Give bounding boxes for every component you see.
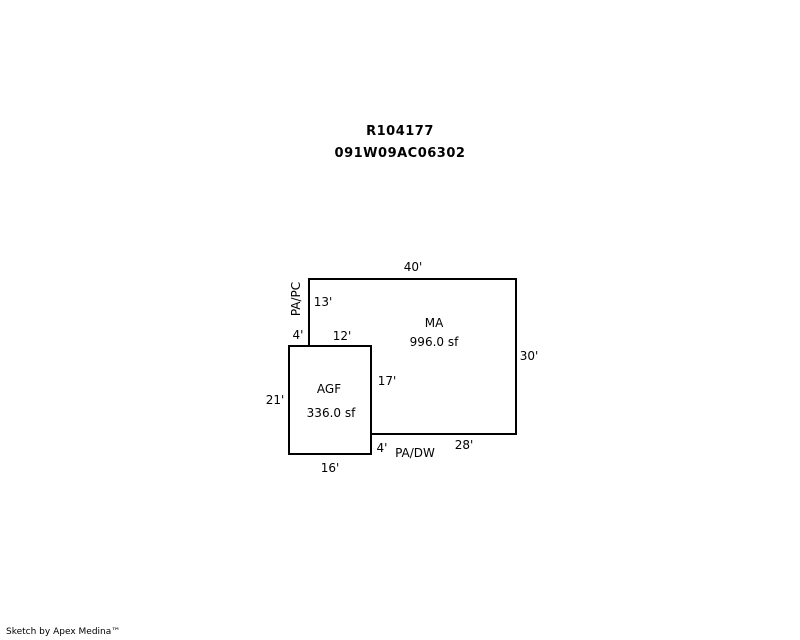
dim-main-inner-vertical: 17' xyxy=(378,374,397,388)
dim-porch-lower-offset: 4' xyxy=(377,441,388,455)
dim-main-top: 40' xyxy=(404,260,423,274)
dim-main-inner-top: 12' xyxy=(333,329,352,343)
sketch-credit: Sketch by Apex Medina™ xyxy=(6,627,121,637)
garage-size: 336.0 sf xyxy=(307,406,356,420)
dim-main-left-upper: 13' xyxy=(314,295,333,309)
account-number: R104177 xyxy=(366,124,434,139)
map-number: 091W09AC06302 xyxy=(334,146,466,161)
dim-garage-left: 21' xyxy=(266,393,285,407)
main-area-size: 996.0 sf xyxy=(410,335,459,349)
garage-outline xyxy=(288,345,372,455)
dim-garage-bottom: 16' xyxy=(321,461,340,475)
dim-main-bottom: 28' xyxy=(455,438,474,452)
garage-code: AGF xyxy=(317,382,341,396)
porch-lower-label: PA/DW xyxy=(395,446,435,460)
dim-main-right: 30' xyxy=(520,349,539,363)
main-area-code: MA xyxy=(425,316,444,330)
dim-porch-upper-offset: 4' xyxy=(293,328,304,342)
main-area-outline xyxy=(308,278,517,435)
porch-upper-label: PA/PC xyxy=(289,282,303,316)
